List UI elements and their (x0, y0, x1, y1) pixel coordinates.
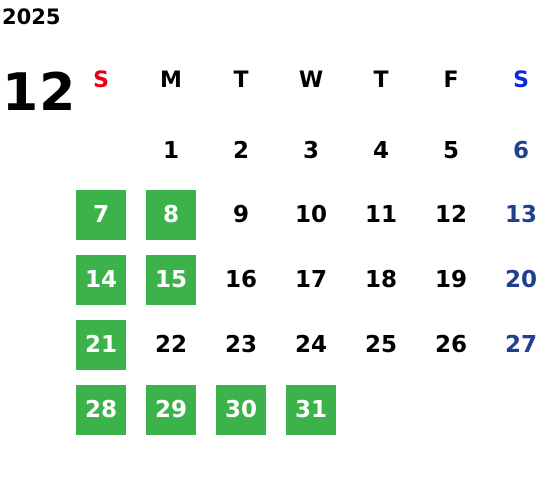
day-cell: 24 (294, 331, 327, 358)
day-cell: 19 (434, 266, 467, 293)
weekday-header: T (373, 68, 389, 93)
month-number: 12 (2, 63, 77, 123)
weekday-header: M (160, 68, 182, 93)
weekday-header: T (233, 68, 249, 93)
day-cell: 1 (162, 137, 179, 164)
day-cell: 30 (216, 385, 266, 435)
day-cell: 14 (76, 255, 126, 305)
weekday-header: W (298, 68, 324, 93)
day-cell: 17 (294, 266, 327, 293)
weekday-header: S (93, 68, 109, 93)
weekday-header: F (443, 68, 459, 93)
day-cell: 2 (232, 137, 249, 164)
year-label: 2025 (2, 5, 61, 29)
weekday-header: S (513, 68, 529, 93)
day-cell: 7 (76, 190, 126, 240)
day-cell: 20 (504, 266, 537, 293)
day-cell: 29 (146, 385, 196, 435)
day-cell: 15 (146, 255, 196, 305)
day-cell: 6 (512, 137, 529, 164)
day-cell: 28 (76, 385, 126, 435)
day-cell: 11 (364, 201, 397, 228)
day-cell: 8 (146, 190, 196, 240)
day-cell: 4 (372, 137, 389, 164)
day-cell: 21 (76, 320, 126, 370)
day-cell: 13 (504, 201, 537, 228)
day-cell: 9 (232, 201, 249, 228)
day-cell: 3 (302, 137, 319, 164)
day-cell: 25 (364, 331, 397, 358)
day-cell: 23 (224, 331, 257, 358)
day-cell: 22 (154, 331, 187, 358)
day-cell: 16 (224, 266, 257, 293)
day-cell: 26 (434, 331, 467, 358)
day-cell: 10 (294, 201, 327, 228)
day-cell: 5 (442, 137, 459, 164)
day-cell: 27 (504, 331, 537, 358)
day-cell: 12 (434, 201, 467, 228)
day-cell: 31 (286, 385, 336, 435)
day-cell: 18 (364, 266, 397, 293)
